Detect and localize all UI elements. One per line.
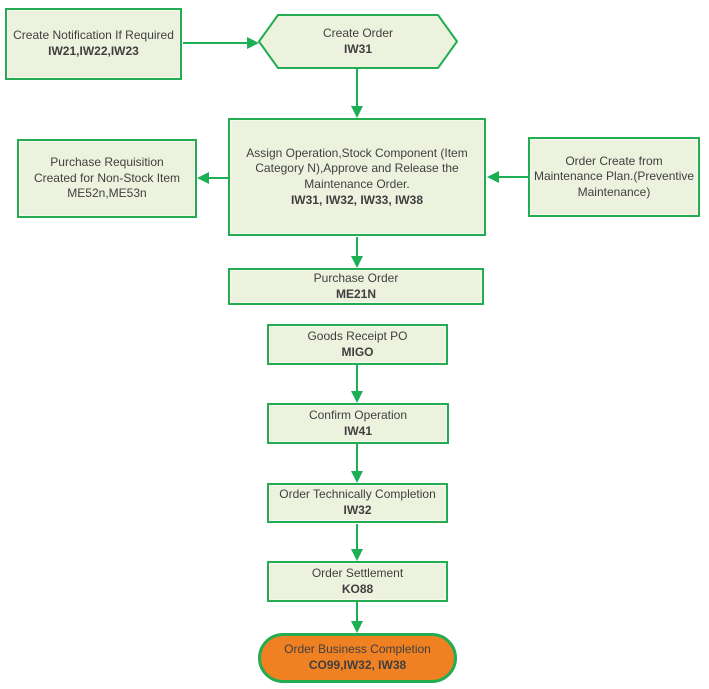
node-order-technically-completion: Order Technically Completion IW32 (267, 483, 448, 523)
node-text: Goods Receipt PO (307, 328, 408, 343)
node-transaction-code: ME21N (335, 286, 376, 301)
node-create-notification: Create Notification If Required IW21,IW2… (5, 8, 182, 80)
node-text: Create Order (322, 25, 394, 40)
node-assign-operation: Assign Operation,Stock Component (Item C… (228, 118, 486, 236)
node-transaction-code: CO99,IW32, IW38 (308, 658, 407, 672)
node-transaction-code: MIGO (341, 344, 374, 359)
node-transaction-code: IW31, IW32, IW33, IW38 (290, 192, 424, 207)
node-order-business-completion: Order Business Completion CO99,IW32, IW3… (258, 633, 457, 683)
node-text: Purchase Requisition (50, 155, 164, 170)
node-transaction-code: IW32 (343, 503, 372, 517)
node-create-order: Create Order IW31 (258, 14, 458, 69)
node-transaction-code: IW41 (343, 423, 372, 438)
node-goods-receipt-po: Goods Receipt PO MIGO (267, 324, 448, 365)
node-order-from-maintenance-plan: Order Create from Maintenance Plan.(Prev… (528, 137, 700, 217)
node-transaction-code: ME52n,ME53n (67, 186, 147, 201)
node-text: Order Settlement (311, 565, 404, 580)
node-transaction-code: IW21,IW22,IW23 (48, 44, 139, 58)
node-confirm-operation: Confirm Operation IW41 (267, 403, 449, 444)
node-transaction-code: IW31 (343, 41, 372, 56)
node-text: Order Technically Completion (279, 487, 436, 502)
node-text: Assign Operation,Stock Component (Item (246, 145, 468, 160)
node-text: Order Business Completion (284, 642, 431, 657)
node-text: Confirm Operation (308, 407, 408, 422)
node-text: Purchase Order (313, 270, 399, 285)
node-transaction-code: KO88 (341, 581, 374, 596)
node-text: Order Create from (565, 153, 663, 168)
node-order-settlement: Order Settlement KO88 (267, 561, 448, 602)
node-purchase-order: Purchase Order ME21N (228, 268, 484, 305)
hexagon-shape (258, 14, 458, 69)
node-text: Create Notification If Required (13, 28, 174, 43)
node-text: Created for Non-Stock Item (33, 170, 181, 185)
node-text: Maintenance Order. (304, 177, 410, 191)
node-text: Maintenance Plan.(Preventive (533, 169, 695, 184)
node-text: Maintenance) (577, 184, 651, 199)
node-purchase-requisition: Purchase Requisition Created for Non-Sto… (17, 139, 197, 218)
node-text: Category N),Approve and Release the (255, 161, 459, 176)
